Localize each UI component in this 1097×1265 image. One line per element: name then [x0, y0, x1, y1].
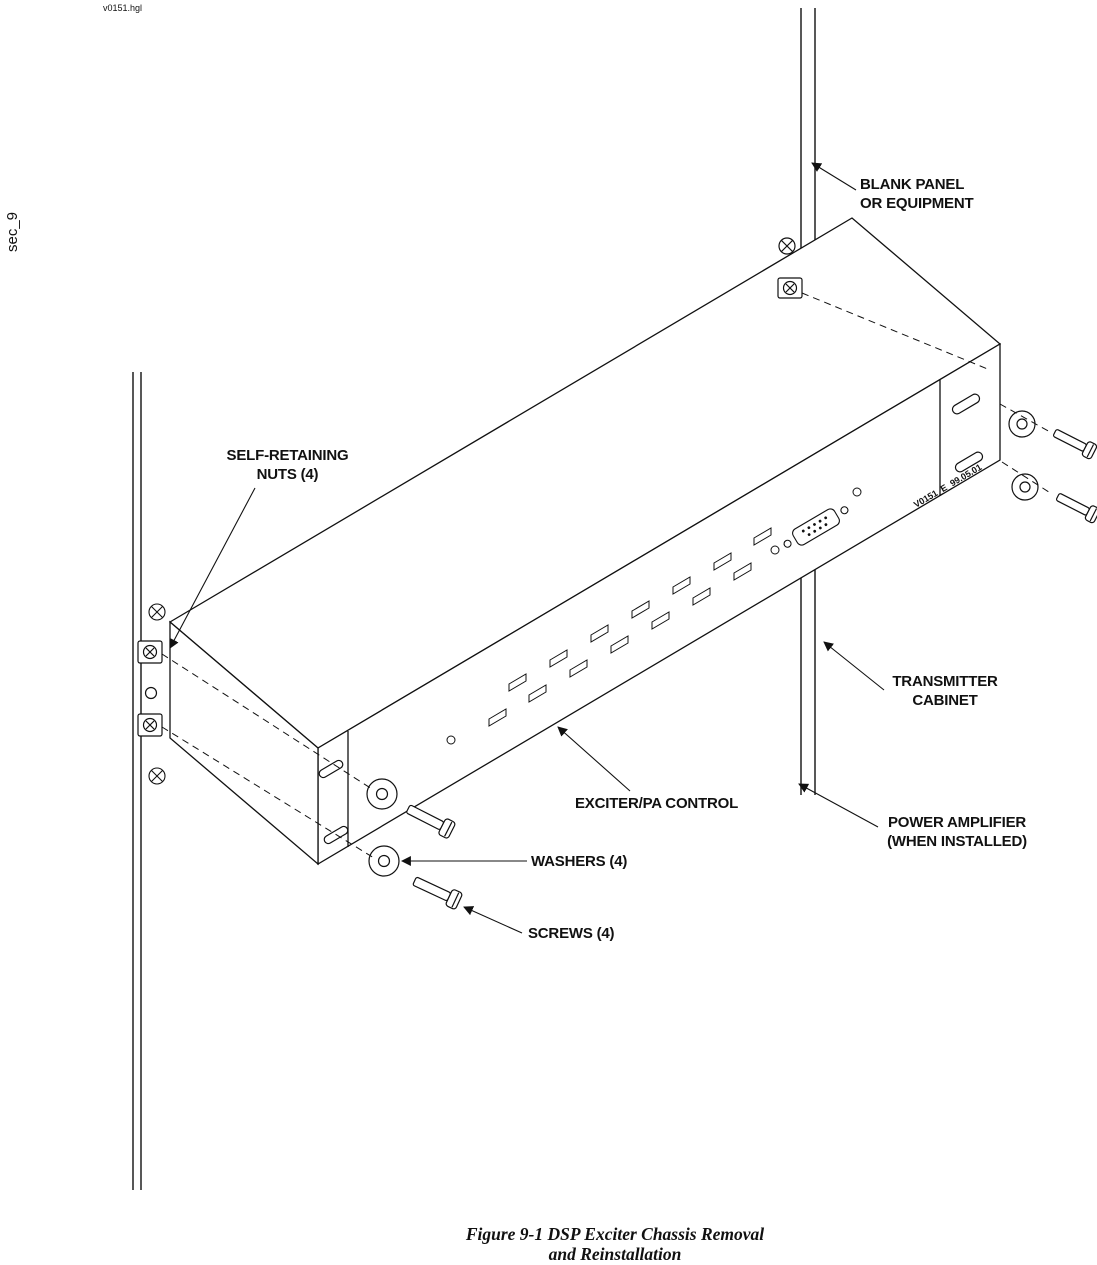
figure-caption: Figure 9-1 DSP Exciter Chassis Removal a…: [340, 1224, 890, 1264]
self-retaining-nut: [137, 640, 163, 737]
dsub-connector-icon: [783, 506, 849, 548]
leader-self-retaining-nuts: [169, 487, 256, 649]
washers: [366, 410, 1039, 877]
label-power-amplifier: POWER AMPLIFIER (WHEN INSTALLED): [887, 814, 1027, 850]
label-exciter-pa-control: EXCITER/PA CONTROL: [575, 795, 739, 812]
top-right-nut-bracket: [777, 237, 803, 299]
label-screws: SCREWS (4): [528, 925, 615, 942]
figure-caption-line2: and Reinstallation: [548, 1244, 682, 1264]
section-label: sec_9: [4, 211, 21, 252]
label-self-retaining-nuts: SELF-RETAINING NUTS (4): [226, 447, 349, 483]
figure-caption-line1: Figure 9-1 DSP Exciter Chassis Removal: [465, 1224, 765, 1244]
mounting-slots: [318, 393, 984, 845]
label-blank-panel: BLANK PANEL OR EQUIPMENT: [860, 176, 974, 212]
leader-screws: [463, 906, 523, 934]
leader-lines: [169, 162, 885, 934]
left-rack-rail: [132, 372, 142, 1190]
alignment-dashed-lines: [161, 292, 1053, 859]
file-label: v0151.hgl: [103, 3, 143, 13]
leader-transmitter-cabinet: [823, 641, 885, 691]
leader-power-amplifier: [798, 783, 879, 828]
front-panel-controls: [446, 487, 862, 745]
label-washers: WASHERS (4): [531, 853, 628, 870]
screws: [406, 429, 1097, 910]
exciter-chassis: [168, 217, 1002, 866]
label-transmitter-cabinet: TRANSMITTER CABINET: [892, 673, 998, 709]
leader-blank-panel: [811, 162, 857, 191]
leader-exciter-pa-control: [557, 726, 631, 792]
rail-screw-icon: [148, 603, 166, 785]
